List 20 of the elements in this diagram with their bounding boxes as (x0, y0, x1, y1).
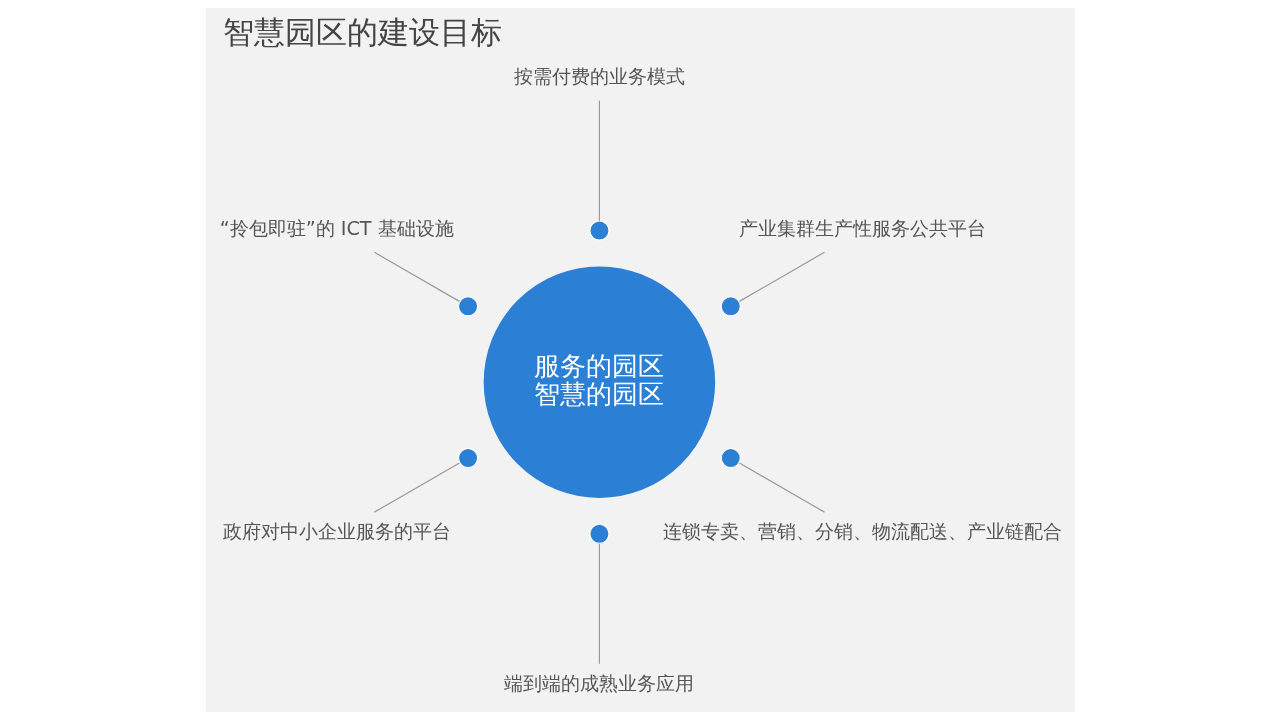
node-circle: 服务的园区 智慧的园区 (483, 266, 715, 498)
connector (598, 543, 600, 665)
node-text: 连锁专卖、营销、分销、物流配送、产业链配合 (662, 520, 1062, 544)
connector (738, 251, 825, 302)
node-text: 按需付费的业务模式 (513, 65, 685, 89)
diagram-title: 智慧园区的建设目标 (222, 13, 502, 50)
node-text: 产业集群生产性服务公共平台 (738, 217, 986, 241)
node-circle (720, 296, 741, 317)
connector (373, 462, 460, 513)
connector (738, 462, 825, 513)
connector (373, 251, 460, 302)
node-circle (588, 523, 610, 545)
node-circle (457, 296, 478, 317)
node-text: 政府对中小企业服务的平台 (222, 520, 451, 544)
node-circle (720, 447, 741, 469)
node-circle (588, 220, 610, 241)
connector (598, 100, 600, 222)
node-text: “拎包即驻”的 ICT 基础设施 (219, 217, 454, 241)
node-circle (457, 447, 478, 469)
node-text: 端到端的成熟业务应用 (503, 672, 694, 696)
